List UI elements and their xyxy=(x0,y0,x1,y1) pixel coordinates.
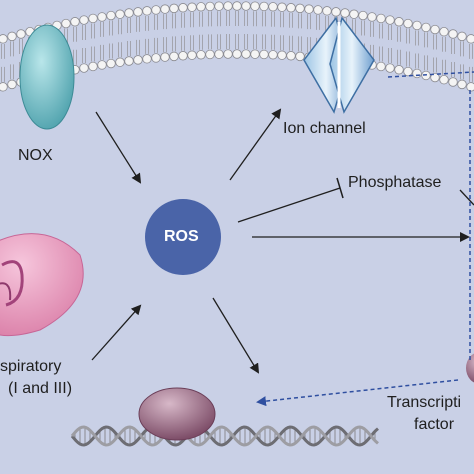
ion-channel-label: Ion channel xyxy=(283,120,366,137)
arrow-respiratory-to-ros xyxy=(91,304,142,361)
inhibit-bar xyxy=(336,177,344,199)
transcription-complex-icon xyxy=(138,387,216,441)
inhibit-ros-to-phosphatase xyxy=(237,187,341,223)
ion-channel-icon xyxy=(303,16,375,114)
transcription-factor-icon xyxy=(466,353,474,383)
arrow-nox-to-ros xyxy=(95,111,142,184)
respiratory-label-line2: (I and III) xyxy=(8,380,73,397)
transcription-label-line1: Transcripti xyxy=(387,394,462,411)
arrow-phosphatase-to-right xyxy=(459,189,474,206)
respiratory-label-line1: spiratory xyxy=(0,358,62,375)
nox-label: NOX xyxy=(18,147,53,164)
arrow-ros-to-ion-channel xyxy=(229,108,282,181)
mitochondrion-icon xyxy=(0,233,84,337)
dashed-arrow-to-protein xyxy=(256,379,459,407)
arrow-ros-to-protein xyxy=(212,297,260,374)
dashed-line-membrane xyxy=(387,71,474,78)
nox-enzyme-icon xyxy=(19,24,75,130)
ros-node xyxy=(145,199,221,275)
ros-label: ROS xyxy=(164,228,199,245)
phosphatase-label: Phosphatase xyxy=(348,174,442,191)
transcription-label-line2: factor xyxy=(414,416,455,433)
dna-helix-icon xyxy=(70,425,379,447)
